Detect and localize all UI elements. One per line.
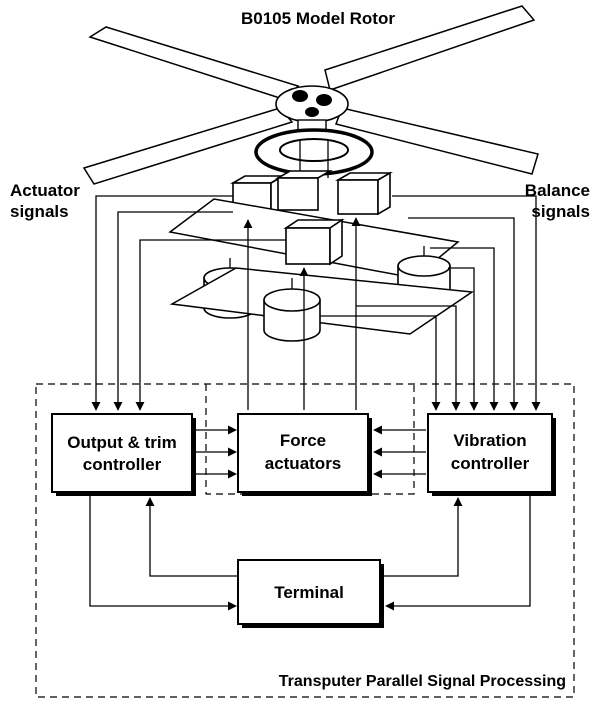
svg-text:Output & trim: Output & trim (67, 433, 177, 452)
terminal-box: Terminal (237, 559, 384, 628)
svg-text:Terminal: Terminal (274, 583, 344, 602)
rotor-hub-icon (254, 85, 374, 178)
transputer-boundary (205, 384, 415, 495)
actuator-signal-lines (91, 195, 286, 411)
balance-signal-lines (320, 195, 541, 411)
transputer-boundary (35, 383, 575, 698)
diagram-title: B0105 Model Rotor (241, 9, 395, 28)
balance-signals-label: Balance (525, 181, 590, 200)
sensor-cylinder-icon (263, 278, 321, 342)
actuator-cube-icon (230, 170, 393, 219)
controller-to-actuator-arrows (196, 425, 426, 479)
svg-text:Vibration: Vibration (453, 431, 526, 450)
force-actuators-box: Force actuators (237, 413, 372, 496)
svg-text:controller: controller (83, 455, 162, 474)
output-trim-controller-box: Output & trim controller (51, 413, 196, 496)
actuator-signals-label: Actuator (10, 181, 80, 200)
lower-plate (169, 267, 475, 335)
svg-text:Force: Force (280, 431, 326, 450)
svg-text:controller: controller (451, 454, 530, 473)
terminal-connections (89, 496, 531, 611)
vibration-controller-box: Vibration controller (427, 413, 556, 496)
actuator-signals-label: signals (10, 202, 69, 221)
actuator-cube-icon (283, 218, 345, 266)
balance-signals-label: signals (531, 202, 590, 221)
footer-caption: Transputer Parallel Signal Processing (279, 673, 566, 690)
rotor-blade-icon (82, 5, 539, 185)
force-actuator-lines (243, 217, 361, 410)
svg-text:actuators: actuators (265, 454, 342, 473)
